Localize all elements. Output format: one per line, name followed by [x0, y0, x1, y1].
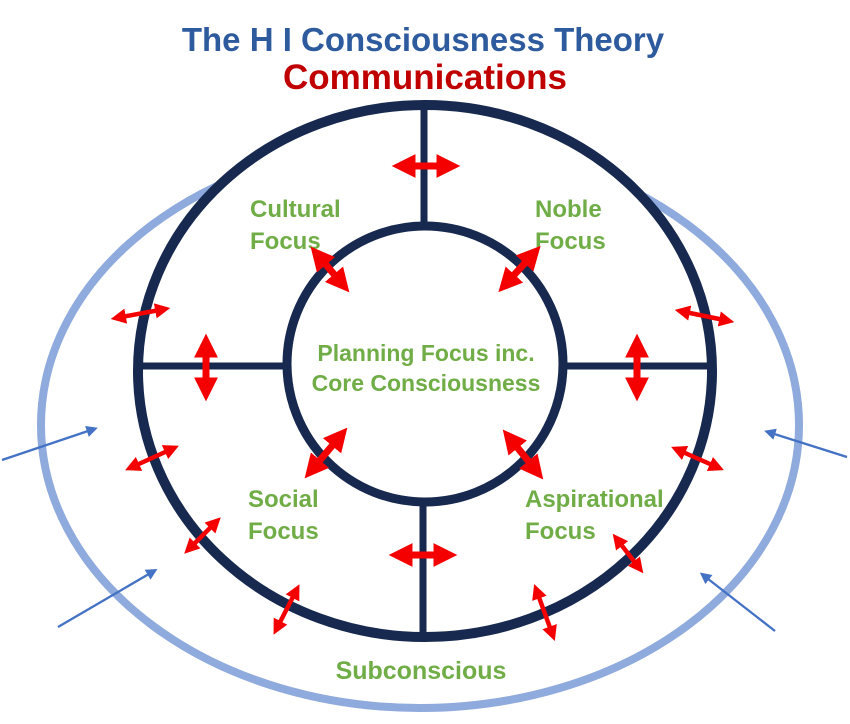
red-double-arrow-core-cultural-icon: [310, 246, 350, 293]
social-focus-label-line1: Social: [248, 486, 319, 513]
center-label-line1: Planning Focus inc.: [317, 340, 534, 366]
core-consciousness-circle: [282, 221, 568, 507]
red-double-arrow-outer-right-lower-icon: [612, 533, 644, 574]
page-subtitle: Communications: [283, 58, 567, 97]
page-title: The H I Consciousness Theory: [182, 21, 665, 58]
blue-inward-arrow-left-upper-icon: [1, 425, 98, 462]
red-double-arrow-core-social-icon: [304, 427, 348, 479]
blue-inward-arrow-right-upper-icon: [764, 428, 848, 459]
red-double-arrow-outer-left-upper-icon: [110, 303, 171, 324]
red-double-arrow-outer-right-bottom-icon: [532, 583, 557, 642]
red-double-arrow-outer-left-lower-icon: [184, 517, 221, 554]
noble-focus-label-line1: Noble: [535, 196, 602, 223]
cultural-focus-label-line2: Focus: [250, 228, 321, 255]
red-double-arrow-core-aspirational-icon: [502, 429, 544, 480]
labels: Cultural Focus Noble Focus Social Focus …: [248, 196, 664, 685]
blue-inward-arrow-right-lower-icon: [699, 572, 776, 632]
red-double-arrow-outer-left-bottom-icon: [273, 584, 300, 635]
aspirational-focus-label-line2: Focus: [525, 518, 596, 545]
red-double-arrow-outer-right-mid-icon: [671, 446, 724, 471]
outer-exchange-arrows: [110, 303, 735, 642]
cultural-focus-label-line1: Cultural: [250, 196, 341, 223]
red-double-arrow-outer-right-upper-icon: [674, 305, 735, 327]
spoke-exchange-arrows: [194, 154, 649, 567]
subconscious-inward-arrows: [1, 425, 848, 632]
core-exchange-arrows: [304, 245, 544, 480]
subconscious-label: Subconscious: [336, 657, 507, 685]
red-double-arrow-core-noble-icon: [498, 245, 541, 293]
blue-inward-arrow-left-lower-icon: [57, 568, 158, 628]
red-double-arrow-outer-left-mid-icon: [125, 445, 179, 471]
noble-focus-label-line2: Focus: [535, 228, 606, 255]
aspirational-focus-label-line1: Aspirational: [525, 486, 664, 513]
center-label-line2: Core Consciousness: [312, 370, 541, 396]
social-focus-label-line2: Focus: [248, 518, 319, 545]
